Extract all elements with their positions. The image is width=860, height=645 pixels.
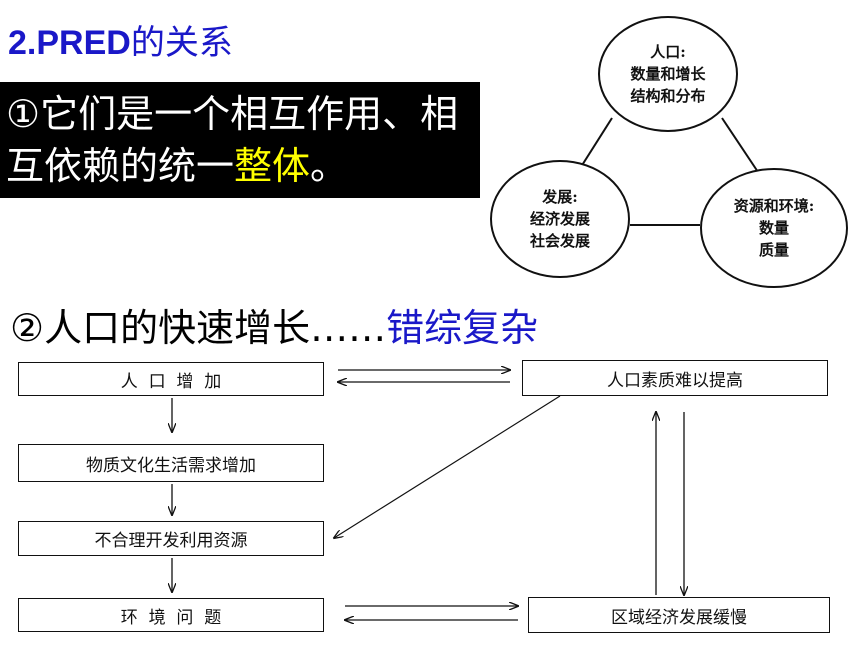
heading-number: 2.PRED — [8, 24, 131, 62]
box-irrational-use: 不合理开发利用资源 — [18, 521, 324, 556]
point-2-text: ②人口的快速增长…… — [10, 306, 387, 350]
circle-population-line2: 结构和分布 — [630, 87, 706, 105]
section-heading: 2.PRED的关系 — [8, 18, 233, 68]
box-slow-development: 区域经济发展缓慢 — [528, 597, 830, 633]
box-material-demand: 物质文化生活需求增加 — [18, 444, 324, 482]
circle-development-line2: 社会发展 — [529, 232, 590, 250]
circle-resources-line2: 质量 — [758, 241, 789, 259]
box-quality-hard: 人口素质难以提高 — [522, 360, 828, 396]
circle-development: 发展: 经济发展 社会发展 — [490, 160, 630, 278]
circle-development-title: 发展: — [542, 188, 578, 206]
arrow-quality-to-irrational — [334, 395, 561, 538]
circle-development-line1: 经济发展 — [529, 210, 590, 228]
heading-rest: 的关系 — [130, 23, 233, 63]
box-population-growth: 人 口 增 加 — [18, 362, 324, 396]
circle-population-line1: 数量和增长 — [630, 65, 706, 83]
circle-resources-line1: 数量 — [758, 219, 789, 237]
circle-population-title: 人口: — [650, 43, 686, 61]
circle-resources: 资源和环境: 数量 质量 — [700, 168, 848, 288]
point-2-line: ②人口的快速增长……错综复杂 — [10, 300, 538, 356]
circle-resources-title: 资源和环境: — [733, 197, 815, 215]
point-2-emphasis: 错综复杂 — [386, 306, 539, 350]
point-1-block: ①它们是一个相互作用、相互依赖的统一整体。 — [0, 82, 480, 198]
point-1-highlight: 整体 — [234, 144, 311, 188]
box-env-problems: 环 境 问 题 — [18, 598, 324, 632]
point-1-end: 。 — [310, 144, 349, 188]
circle-population: 人口: 数量和增长 结构和分布 — [598, 16, 738, 132]
point-1-text: ①它们是一个相互作用、相互依赖的统一 — [6, 92, 459, 188]
